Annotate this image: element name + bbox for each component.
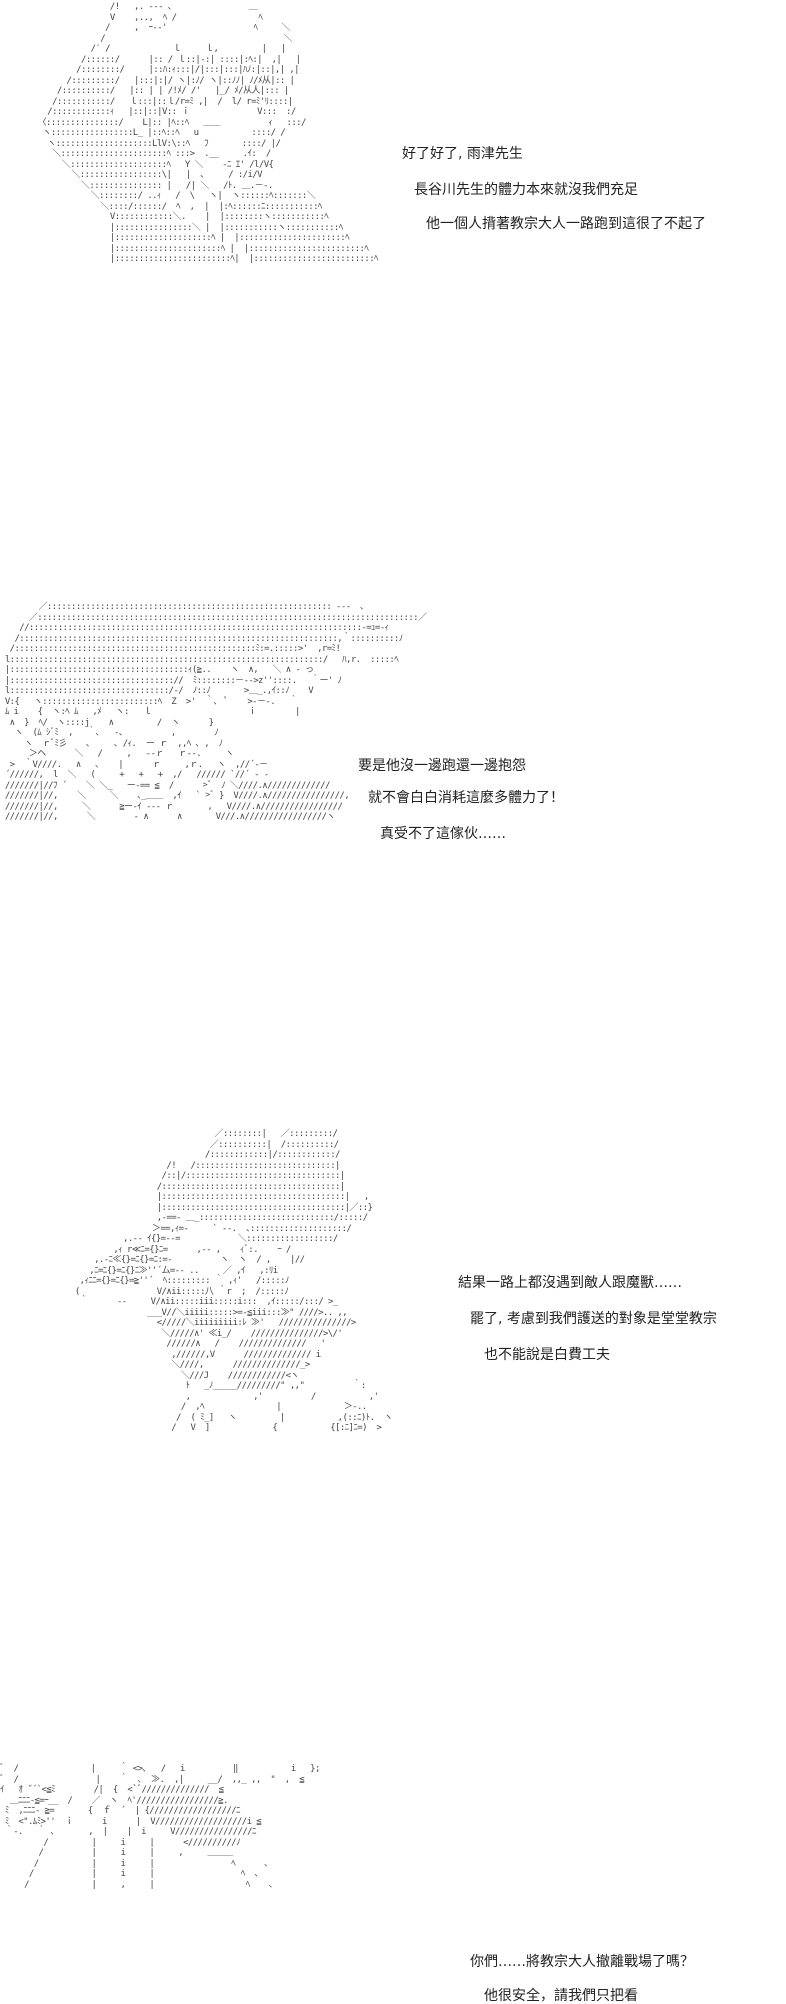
dialogue-line: 好了好了, 雨津先生 — [402, 146, 523, 162]
panel-4: ﾞ / | ｀ <>､ / i ‖ i }; ﾞ / | ｀ ､ ≫. ,| _… — [0, 1760, 786, 2004]
ascii-art-character-2: ／:::::::::::::::::::::::::::::::::::::::… — [4, 602, 427, 822]
dialogue-line: 罷了, 考慮到我們護送的對象是堂堂教宗 — [470, 1311, 717, 1327]
dialogue-line: 他很安全，請我們只把看 — [484, 1988, 638, 2004]
dialogue-line: 要是他沒一邊跑還一邊抱怨 — [358, 758, 526, 774]
ascii-art-character-3: ／::::::::| ／:::::::::/ ／::::::::::| /:::… — [74, 1129, 393, 1433]
panel-2: ／:::::::::::::::::::::::::::::::::::::::… — [0, 600, 786, 980]
dialogue-line: 你們……將教宗大人撤離戰場了嗎？ — [470, 1954, 694, 1970]
ascii-art-character-1: /! ,. -‐- ､ ＿ V ,.., ﾍ / ﾍ / , ｰ‐‐' ﾍ ＼ … — [37, 2, 379, 264]
panel-3: ／::::::::| ／:::::::::/ ／::::::::::| /:::… — [0, 1125, 786, 1595]
dialogue-line: 他一個人揹著教宗大人一路跑到這很了不起了 — [426, 216, 706, 232]
dialogue-line: 真受不了這傢伙…… — [380, 826, 506, 842]
dialogue-line: 也不能說是白費工夫 — [484, 1347, 610, 1363]
dialogue-line: 長谷川先生的體力本來就沒我們充足 — [414, 182, 638, 198]
dialogue-line: 結果一路上都沒遇到敵人跟魔獸…… — [458, 1275, 682, 1291]
dialogue-line: 就不會白白消耗這麼多體力了！ — [368, 790, 564, 806]
panel-1: /! ,. -‐- ､ ＿ V ,.., ﾍ / ﾍ / , ｰ‐‐' ﾍ ＼ … — [0, 0, 786, 420]
ascii-art-character-4: ﾞ / | ｀ <>､ / i ‖ i }; ﾞ / | ｀ ､ ≫. ,| _… — [0, 1764, 320, 1890]
